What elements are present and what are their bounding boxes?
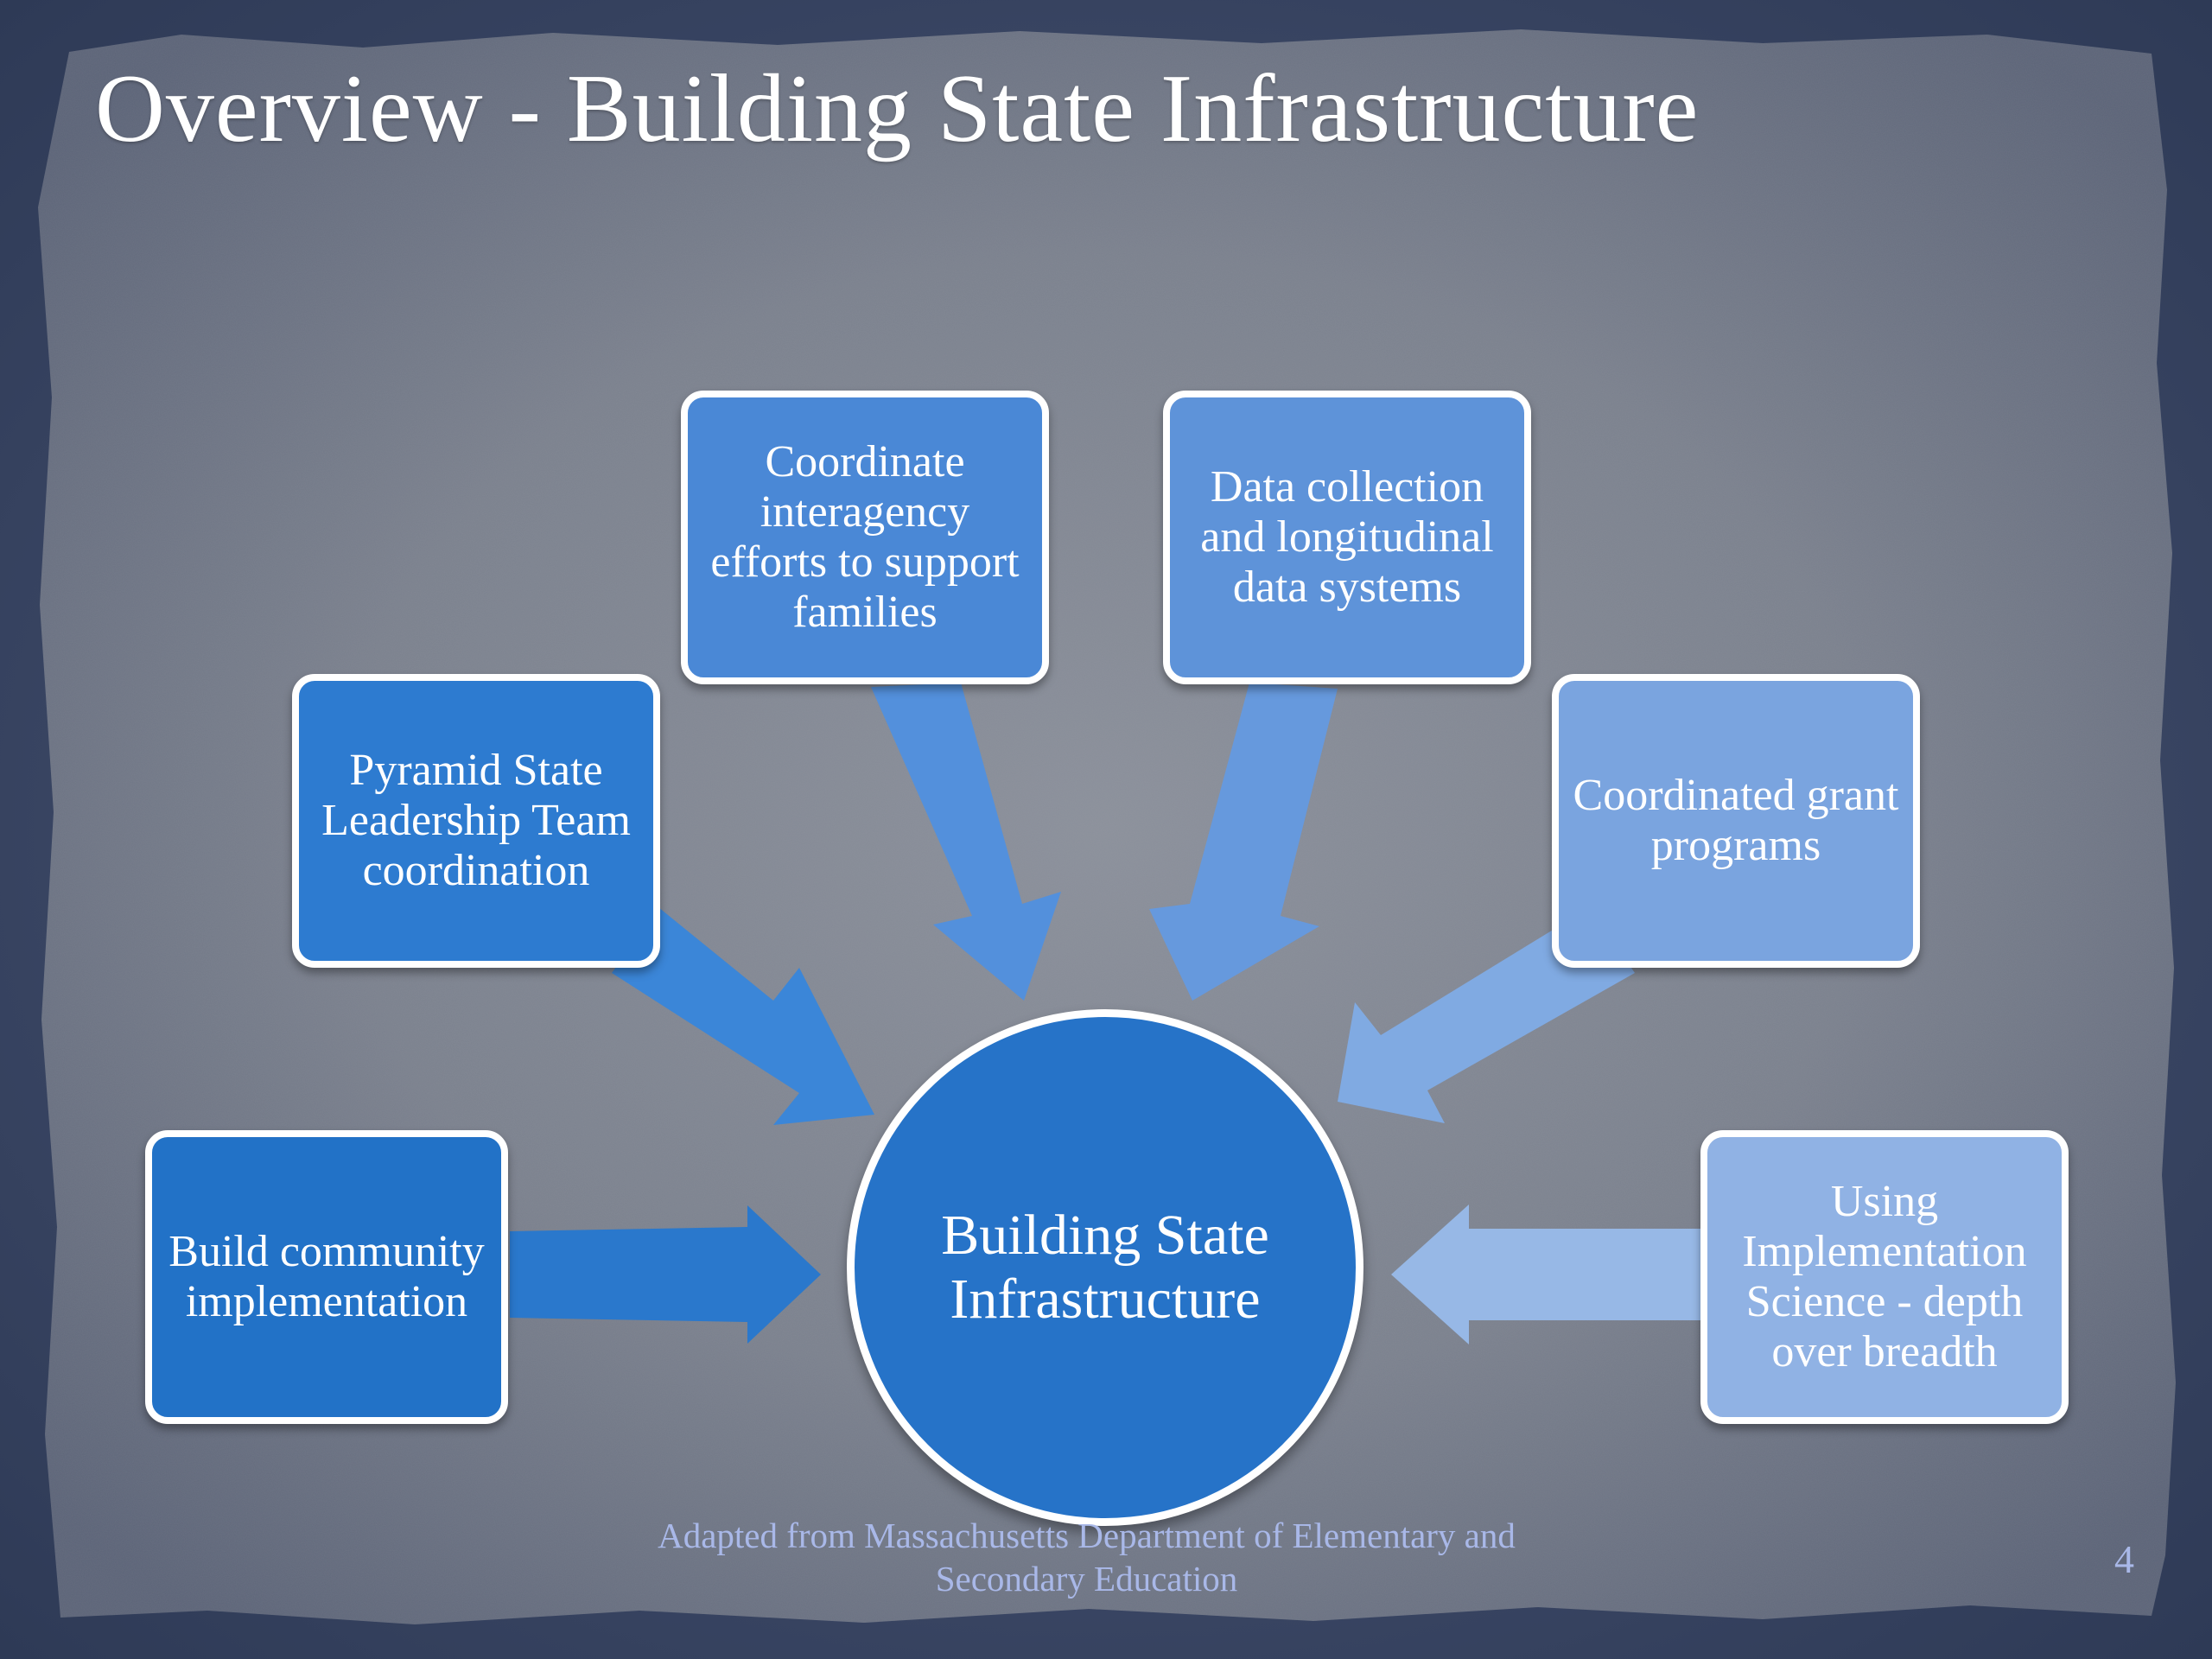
- node-data-collection: Data collection and longitudinal data sy…: [1163, 391, 1531, 684]
- slide-title: Overview - Building State Infrastructure: [95, 55, 1700, 162]
- hub-building-state-infrastructure: Building State Infrastructure: [847, 1009, 1363, 1526]
- page-number: 4: [2114, 1537, 2134, 1581]
- arrow-data-collection: [1149, 683, 1338, 1001]
- node-label: Build community implementation: [168, 1226, 485, 1326]
- node-label: Coordinate interagency efforts to suppor…: [710, 436, 1020, 638]
- arrow-pyramid-leadership: [612, 907, 874, 1125]
- node-build-community: Build community implementation: [145, 1130, 508, 1424]
- source-attribution: Adapted from Massachusetts Department of…: [658, 1516, 1516, 1599]
- arrow-coordinate-interagency: [871, 683, 1061, 1001]
- hub-label: Building State Infrastructure: [941, 1204, 1269, 1331]
- node-implementation-science: Using Implementation Science - depth ove…: [1700, 1130, 2069, 1424]
- node-coordinated-grants: Coordinated grant programs: [1552, 674, 1920, 968]
- node-label: Data collection and longitudinal data sy…: [1200, 461, 1494, 613]
- node-pyramid-leadership: Pyramid State Leadership Team coordinati…: [292, 674, 660, 968]
- arrow-implementation-science: [1391, 1205, 1704, 1344]
- node-coordinate-interagency: Coordinate interagency efforts to suppor…: [681, 391, 1049, 684]
- node-label: Pyramid State Leadership Team coordinati…: [321, 745, 631, 896]
- arrow-build-community: [510, 1205, 821, 1344]
- node-label: Using Implementation Science - depth ove…: [1742, 1176, 2027, 1377]
- node-label: Coordinated grant programs: [1573, 770, 1899, 870]
